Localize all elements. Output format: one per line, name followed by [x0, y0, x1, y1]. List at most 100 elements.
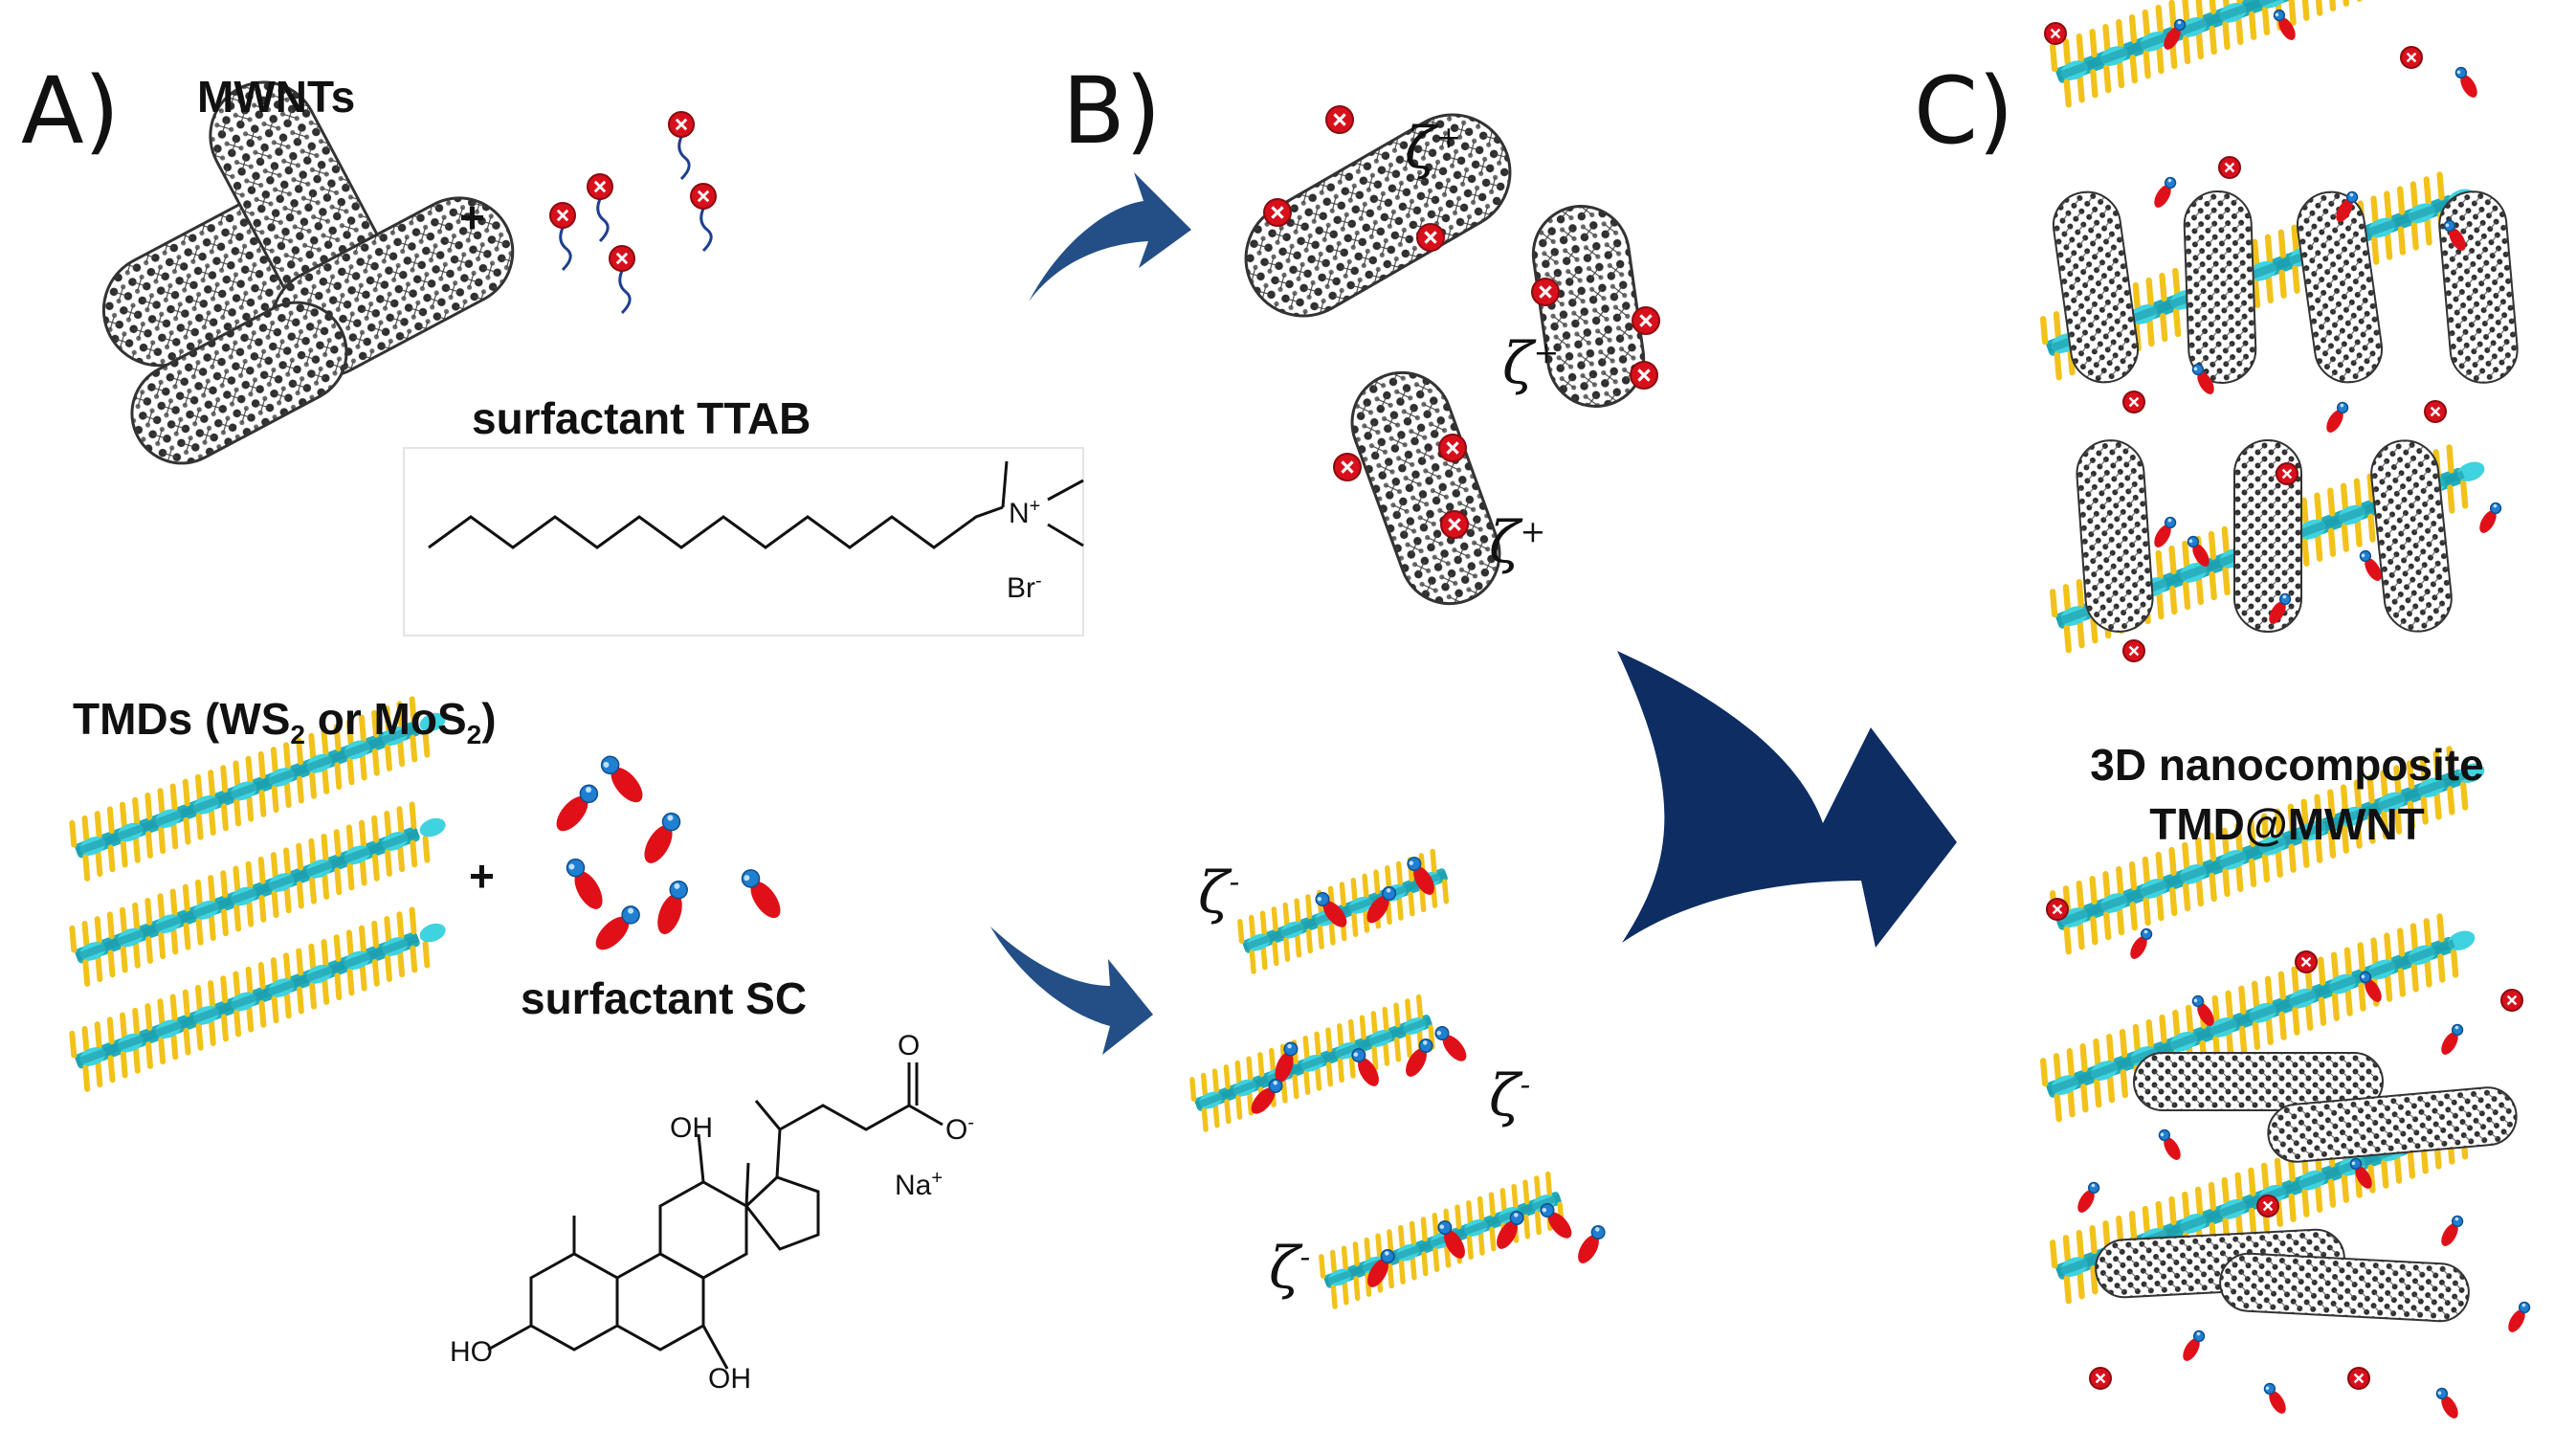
anion-icon [2349, 1157, 2372, 1189]
sc-carboxylate-oxygen: O- [945, 1112, 975, 1146]
cation-icon [587, 173, 613, 243]
tmd-sheet [1237, 848, 1450, 974]
anion-icon [1275, 1041, 1299, 1083]
cation-icon [1531, 278, 1560, 306]
anion-icon [2479, 502, 2502, 533]
anion-icon [2269, 592, 2292, 624]
cation-icon [2122, 391, 2145, 413]
panel-label-b: B) [1062, 57, 1162, 165]
tmd-sheet [1189, 994, 1435, 1132]
tmd-sheet [69, 801, 446, 987]
anion-icon [2454, 66, 2477, 98]
composite-caption: 3D nanocomposite TMD@MWNT [2038, 735, 2536, 854]
anion-icon [2508, 1301, 2531, 1332]
anion-icon [2359, 549, 2382, 581]
sc-anion-cluster [556, 755, 781, 950]
cation-icon [1325, 105, 1354, 134]
panel-label-c: C) [1914, 57, 2014, 165]
anion-icon [2326, 401, 2349, 433]
anion-icon [2191, 363, 2214, 394]
nanotube [2267, 1086, 2518, 1163]
composite-structure-bottom [2039, 746, 2531, 1418]
process-arrows [990, 172, 1957, 1055]
nanotube [2052, 190, 2140, 384]
sc-hydroxyl-top: OH [670, 1112, 713, 1144]
zeta-label-2: ζ+ [1502, 330, 1560, 397]
nanotube [2076, 439, 2154, 633]
anion-icon [1437, 1219, 1465, 1259]
sc-hydroxyl-right: OH [708, 1363, 751, 1395]
cation-icon [1632, 306, 1660, 335]
charged-mwnt-group [1244, 113, 1646, 606]
mwnts-label: MWNTs [197, 72, 356, 122]
anion-icon [657, 880, 688, 935]
cation-icon [2046, 898, 2069, 921]
anion-icon [2158, 1128, 2181, 1160]
anion-icon [2187, 535, 2210, 567]
cation-icon [1333, 453, 1362, 481]
anion-icon [2273, 9, 2296, 40]
anion-icon [1367, 1248, 1395, 1287]
anion-icon [741, 869, 781, 919]
tmds-label: TMDs (WS2 or MoS2) [73, 694, 497, 750]
anion-icon [1497, 1210, 1524, 1249]
composite-caption-line2: TMD@MWNT [2149, 799, 2425, 849]
cation-icon [690, 183, 717, 253]
nanotube [2219, 1252, 2470, 1323]
arrow-to-mwnt-dispersion [1029, 172, 1191, 302]
anion-icon [2441, 1023, 2464, 1055]
composite-caption-line1: 3D nanocomposite [2090, 740, 2484, 790]
tmd-bound-anions [1251, 856, 1606, 1287]
anion-icon [2164, 18, 2187, 50]
cation-icon [1416, 223, 1445, 252]
anion-icon [1434, 1025, 1467, 1061]
anion-icon [566, 858, 603, 909]
tmd-layer-stack [69, 696, 446, 1092]
zeta-label-4: ζ- [1198, 860, 1240, 927]
anion-icon [1407, 856, 1434, 895]
anion-icon [644, 812, 681, 863]
cation-icon [2089, 1367, 2112, 1390]
cation-icon [1440, 510, 1469, 539]
panel-label-a: A) [21, 57, 121, 165]
cation-icon [2500, 989, 2523, 1012]
anion-icon [1540, 1202, 1572, 1239]
tmd-sheet [1319, 1171, 1565, 1309]
anion-icon [2435, 1387, 2458, 1418]
mwnt-bound-cations [1263, 105, 1660, 539]
cation-icon [1438, 434, 1467, 462]
ttab-cation-cluster [549, 111, 717, 315]
anion-icon [1251, 1078, 1283, 1114]
cation-icon [2347, 1367, 2370, 1390]
tmd-sheet [2049, 746, 2485, 955]
anion-icon [2183, 1329, 2206, 1361]
tmd-sheet [2049, 0, 2465, 108]
cation-icon [1630, 361, 1658, 390]
anion-icon [2077, 1181, 2100, 1213]
anion-icon [2263, 1382, 2286, 1414]
anion-icon [1366, 885, 1397, 924]
nanotube [2183, 190, 2257, 384]
cation-icon [2295, 950, 2318, 973]
ttab-chemical-structure [403, 447, 1084, 637]
anion-icon [1406, 1038, 1433, 1077]
nanotube [2133, 1052, 2384, 1111]
anion-icon [2359, 971, 2382, 1002]
cation-icon [668, 111, 695, 181]
anion-icon [1578, 1224, 1606, 1263]
ttab-bromide: Br- [1007, 570, 1042, 604]
anion-icon [2154, 176, 2177, 208]
anion-icon [2443, 219, 2466, 251]
ttab-label: surfactant TTAB [472, 393, 811, 443]
anion-icon [595, 905, 640, 950]
nanotube [2438, 190, 2519, 384]
nanotube [2296, 190, 2384, 384]
sc-carbonyl-oxygen: O [898, 1030, 921, 1061]
anion-icon [2191, 994, 2214, 1026]
zeta-label-3: ζ+ [1489, 509, 1546, 576]
zeta-label-6: ζ- [1269, 1235, 1311, 1302]
anion-icon [1351, 1047, 1379, 1086]
cation-icon [2424, 400, 2447, 423]
